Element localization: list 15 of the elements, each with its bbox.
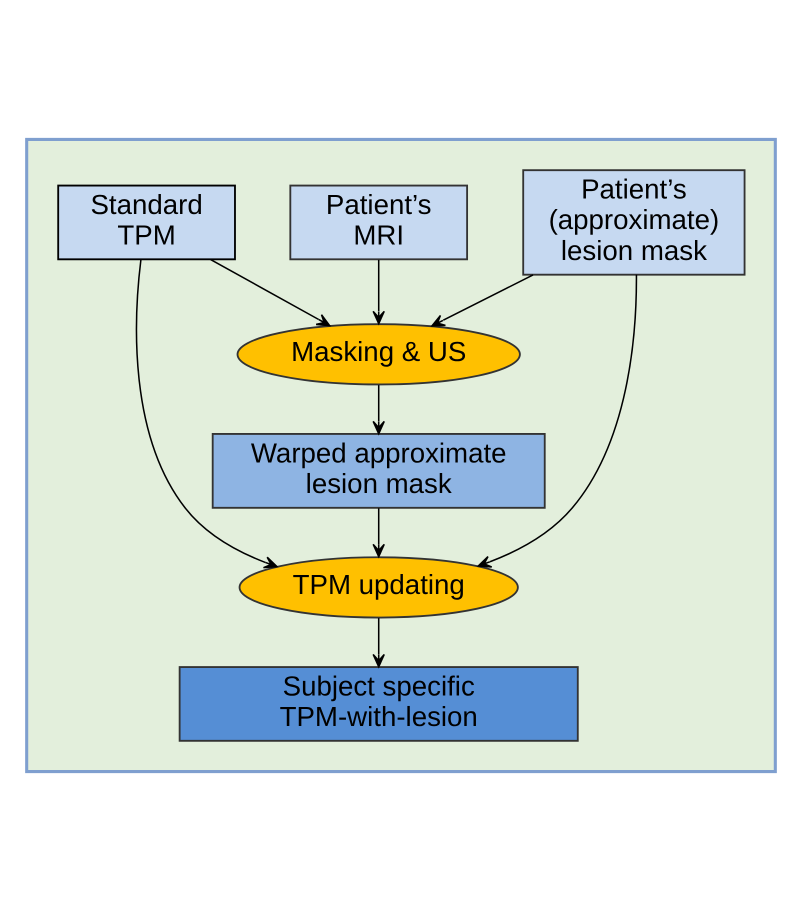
cluster — [25, 138, 777, 774]
node-box: Subject specific TPM-with-lesion — [178, 666, 579, 742]
arrow — [372, 508, 386, 558]
arrow — [431, 274, 534, 327]
node-box: Patient’s (approximate) lesion mask — [522, 169, 746, 276]
arrow — [478, 274, 638, 568]
arrow — [372, 260, 386, 324]
arrow — [210, 258, 330, 326]
arrow — [372, 385, 386, 435]
arrow — [136, 260, 278, 568]
node-ellipse: Masking & US — [236, 323, 521, 386]
node-box: Standard TPM — [57, 184, 236, 260]
arrow — [372, 618, 386, 668]
node-box: Warped approximate lesion mask — [212, 433, 546, 509]
node-box: Patient’s MRI — [289, 184, 468, 260]
